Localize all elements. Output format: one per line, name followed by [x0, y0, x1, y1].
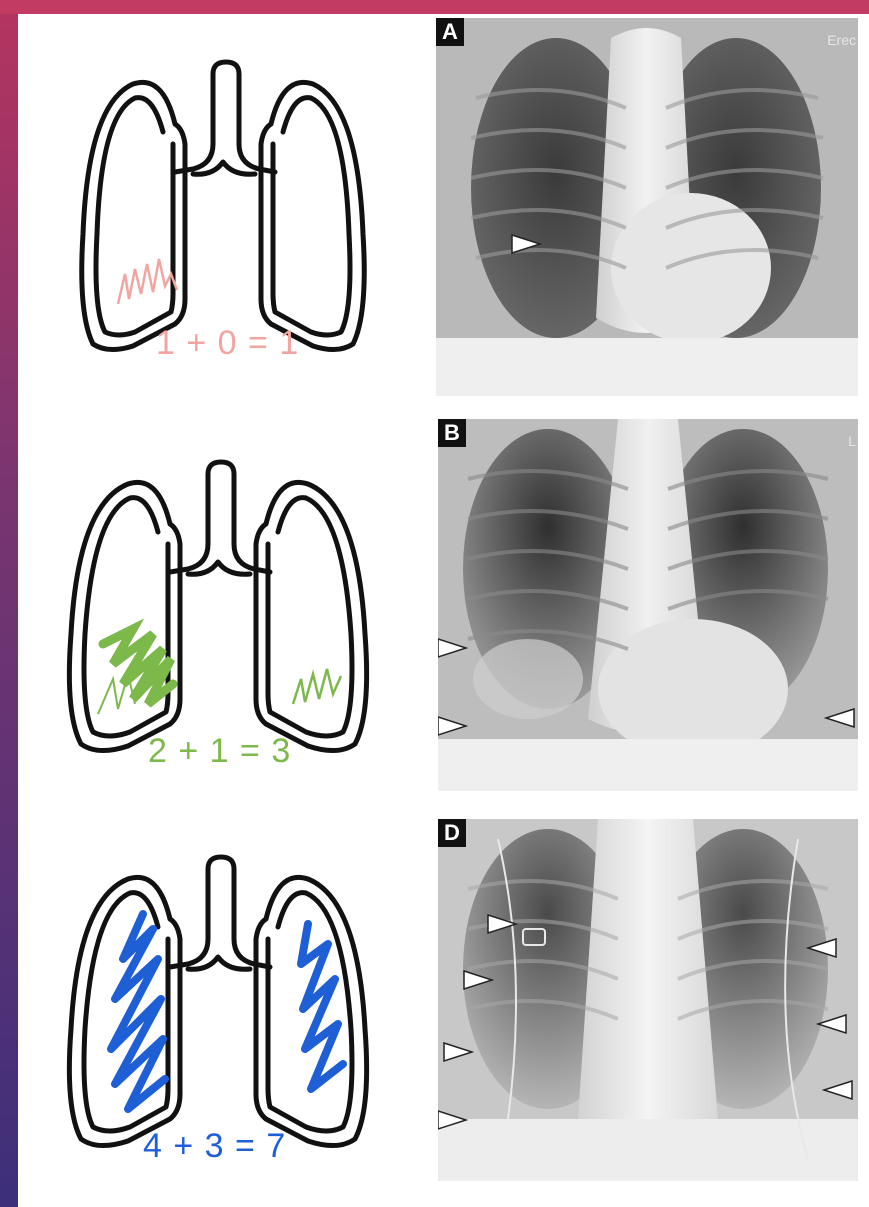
lung-diagram-severe [53, 849, 383, 1169]
white-triangle-arrowhead-icon [486, 913, 518, 935]
top-accent-bar [0, 0, 869, 14]
lung-outline-icon [82, 62, 365, 350]
corner-marker-b: L [848, 433, 856, 449]
figure-panel: 1 + 0 = 1 2 + 1 = 3 [18, 14, 869, 1207]
chest-xray-d: D [438, 819, 858, 1181]
panel-label-a: A [436, 18, 464, 46]
chest-xray-a: A Erec [436, 18, 858, 396]
chest-xray-b: B L [438, 419, 858, 791]
white-triangle-arrowhead-icon [806, 937, 838, 959]
opacity-scribble-right [301, 924, 343, 1089]
white-triangle-arrowhead-icon [438, 1109, 468, 1131]
opacity-scribble-left [118, 259, 177, 304]
white-triangle-arrowhead-icon [438, 637, 468, 659]
opacity-scribble-right [293, 669, 341, 704]
opacity-scribble-left [103, 629, 173, 704]
lung-outline-icon [69, 462, 366, 751]
white-triangle-arrowhead-icon [824, 707, 856, 729]
opacity-scribble-left [111, 914, 165, 1109]
corner-marker-a: Erec [827, 32, 856, 48]
panel-label-b: B [438, 419, 466, 447]
white-triangle-arrowhead-icon [442, 1041, 474, 1063]
white-triangle-arrowhead-icon [822, 1079, 854, 1101]
score-equation-severe: 4 + 3 = 7 [143, 1127, 286, 1166]
white-triangle-arrowhead-icon [510, 233, 542, 255]
white-triangle-arrowhead-icon [816, 1013, 848, 1035]
score-equation-moderate: 2 + 1 = 3 [148, 732, 291, 771]
opacity-scribble-left-thin [98, 674, 135, 714]
lung-diagram-moderate [53, 454, 383, 774]
score-equation-mild: 1 + 0 = 1 [156, 324, 299, 363]
white-triangle-arrowhead-icon [438, 715, 468, 737]
white-triangle-arrowhead-icon [462, 969, 494, 991]
panel-label-d: D [438, 819, 466, 847]
